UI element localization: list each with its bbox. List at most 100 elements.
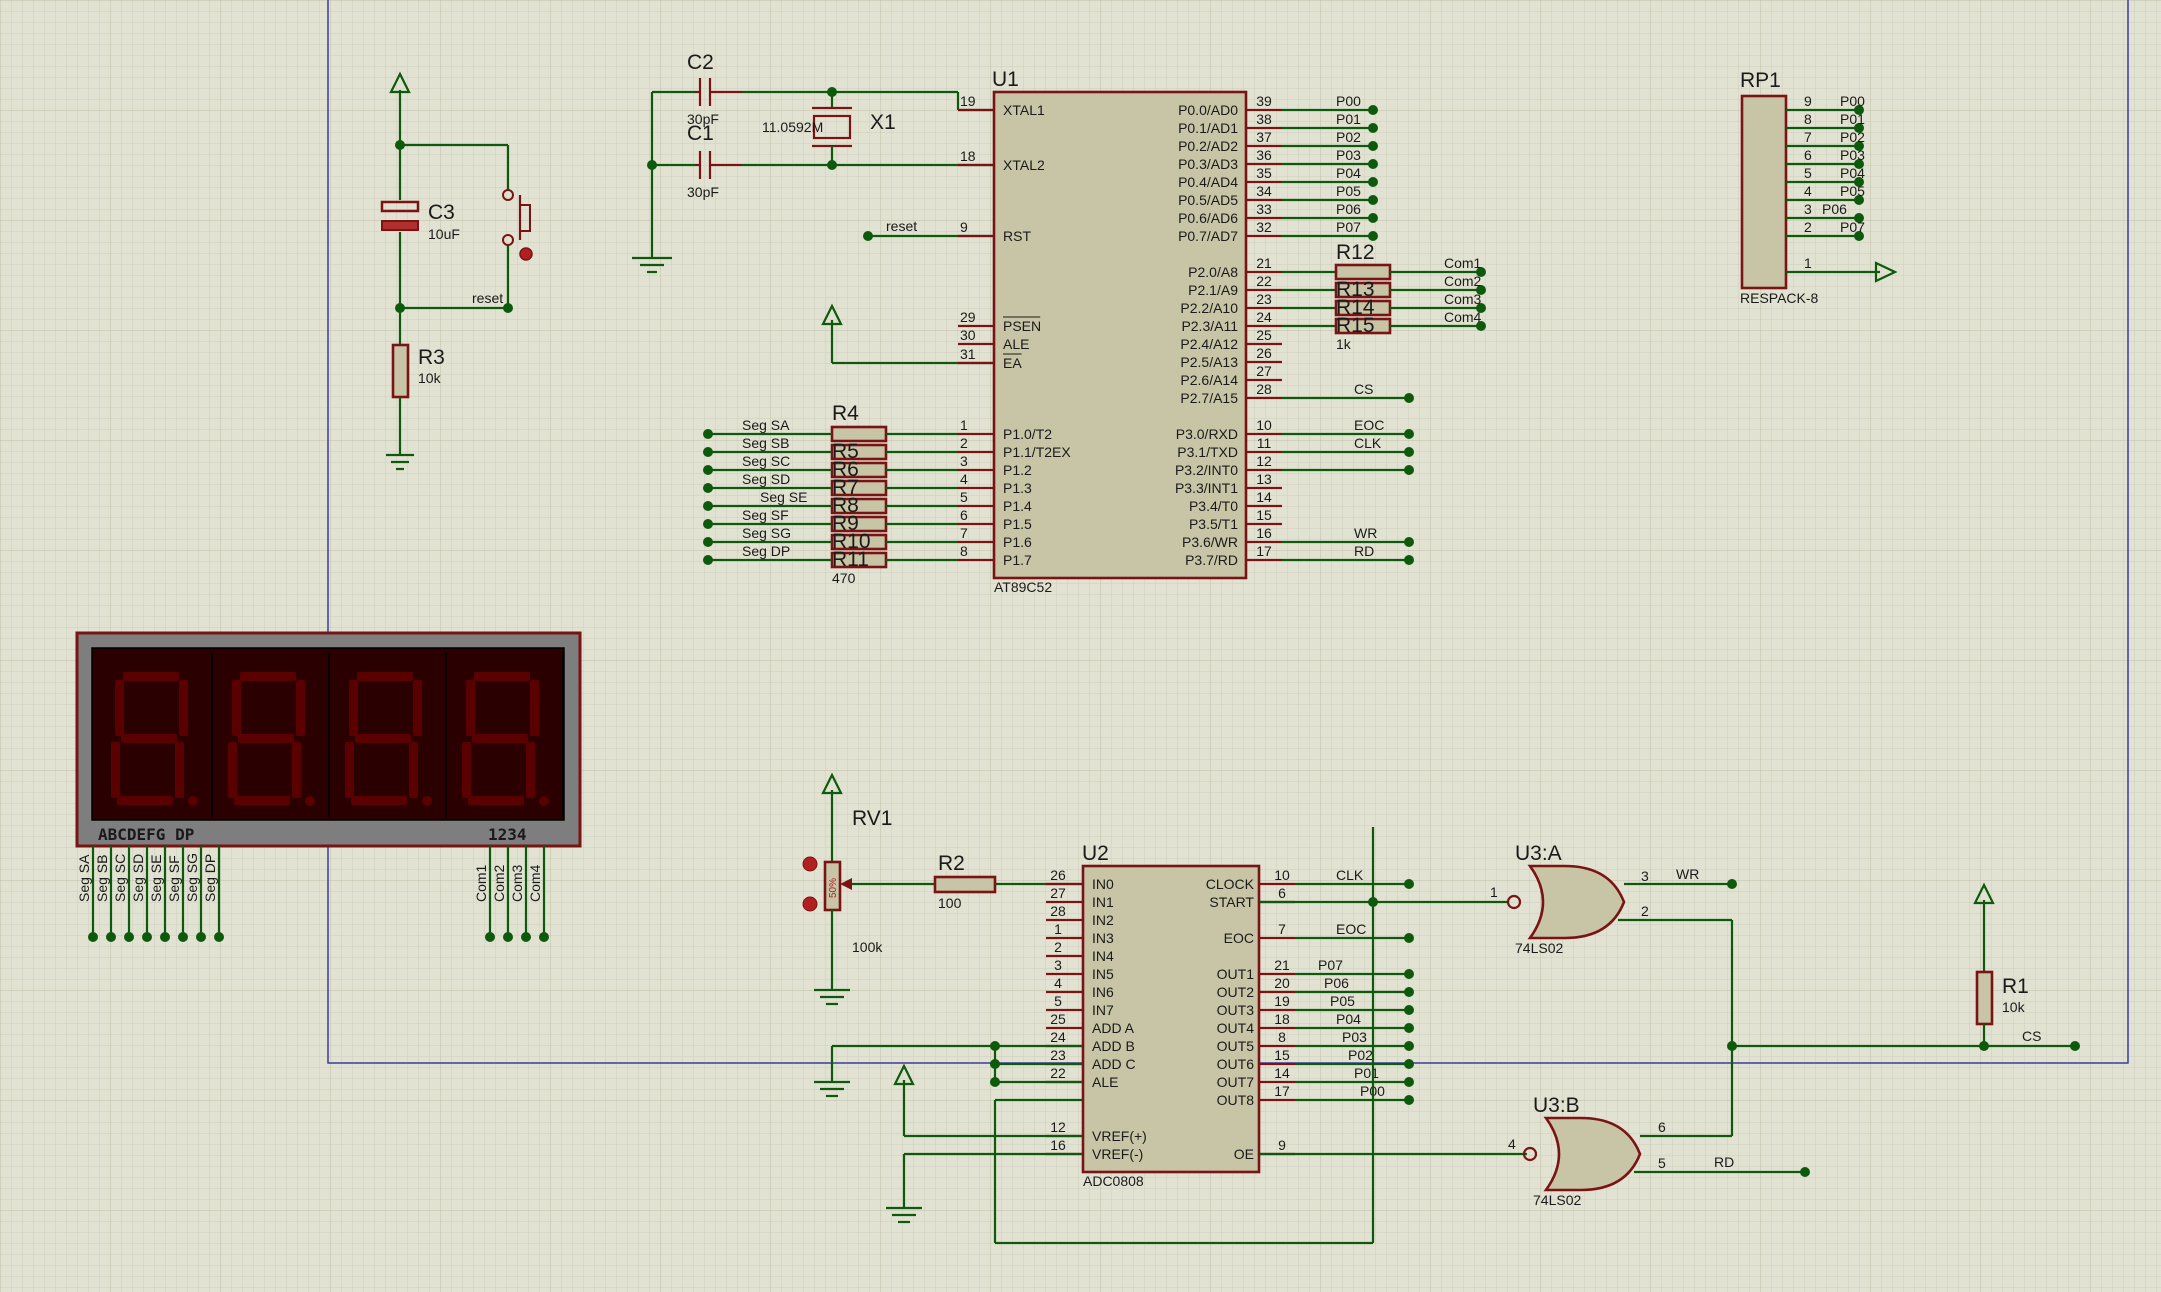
r1[interactable]: R1 10k: [1973, 882, 2029, 1046]
u1-pin-name: P1.6: [1003, 534, 1032, 550]
net-terminal[interactable]: [1404, 393, 1414, 403]
u2[interactable]: U2 ADC0808 26IN027IN128IN21IN32IN43IN54I…: [1046, 842, 1414, 1189]
u1-pin-num: 10: [1256, 417, 1272, 433]
seg-terminal[interactable]: [703, 429, 713, 439]
net-terminal[interactable]: [1404, 555, 1414, 565]
display-seg-terminal[interactable]: [142, 932, 152, 942]
u1-pin-name: P1.0/T2: [1003, 426, 1052, 442]
u3a-ref: U3:A: [1515, 842, 1562, 865]
u2-net-terminal[interactable]: [1404, 1023, 1414, 1033]
c3[interactable]: C3 10uF: [380, 200, 460, 242]
u2-pin-num: 3: [1054, 957, 1062, 973]
display-seg-terminal[interactable]: [214, 932, 224, 942]
seg-net-label: Seg SA: [742, 417, 790, 433]
u1-pin-name: P3.1/TXD: [1177, 444, 1238, 460]
display-seg-terminal[interactable]: [106, 932, 116, 942]
p0-terminal[interactable]: [1368, 177, 1378, 187]
com-terminal[interactable]: [1476, 321, 1486, 331]
u2-net-terminal[interactable]: [1404, 987, 1414, 997]
u2-net-terminal[interactable]: [1404, 1041, 1414, 1051]
rp1-terminal[interactable]: [1854, 231, 1864, 241]
seg-terminal[interactable]: [703, 555, 713, 565]
u2-net-terminal[interactable]: [1404, 1059, 1414, 1069]
u2-pin-name: IN3: [1092, 930, 1114, 946]
adc-wiring: [814, 827, 1527, 1245]
seg-terminal[interactable]: [703, 447, 713, 457]
rp1-terminal[interactable]: [1854, 213, 1864, 223]
p0-terminal[interactable]: [1368, 195, 1378, 205]
rp1-terminal[interactable]: [1854, 141, 1864, 151]
seg-resistor[interactable]: [830, 425, 888, 443]
display-seg-terminal[interactable]: [88, 932, 98, 942]
display-seg-terminal[interactable]: [196, 932, 206, 942]
rp1-pin-num: 5: [1804, 165, 1812, 181]
u1-pin-name: P0.0/AD0: [1178, 102, 1238, 118]
x1[interactable]: X1 11.0592M: [762, 92, 896, 165]
u2-net-terminal[interactable]: [1404, 1077, 1414, 1087]
net-terminal[interactable]: [1404, 537, 1414, 547]
com-terminal[interactable]: [1476, 303, 1486, 313]
c1[interactable]: C1 30pF: [687, 122, 742, 200]
seg-terminal[interactable]: [703, 519, 713, 529]
u3b[interactable]: U3:B 74LS02 4 5 6 RD: [1508, 1046, 1810, 1208]
rp1-terminal[interactable]: [1854, 159, 1864, 169]
display-com-terminal[interactable]: [539, 932, 549, 942]
net-terminal[interactable]: [1404, 447, 1414, 457]
u1-pin-name: P2.1/A9: [1188, 282, 1238, 298]
seg-terminal[interactable]: [703, 465, 713, 475]
rp1-part: RESPACK-8: [1740, 290, 1819, 306]
u2-pin-name: OUT6: [1217, 1056, 1255, 1072]
reset-button[interactable]: [502, 189, 533, 261]
u3b-out-net: RD: [1714, 1154, 1734, 1170]
seg-terminal[interactable]: [703, 501, 713, 511]
u2-pin-num: 7: [1278, 921, 1286, 937]
seg-terminal[interactable]: [703, 483, 713, 493]
p0-terminal[interactable]: [1368, 213, 1378, 223]
u2-net-terminal[interactable]: [1404, 879, 1414, 889]
rp1[interactable]: RP1 RESPACK-8 P009P018P027P036P045P054P0…: [1740, 69, 1898, 306]
p0-terminal[interactable]: [1368, 105, 1378, 115]
com-terminal[interactable]: [1476, 285, 1486, 295]
u2-net-terminal[interactable]: [1404, 1095, 1414, 1105]
rp1-terminal[interactable]: [1854, 177, 1864, 187]
u2-net-terminal[interactable]: [1404, 933, 1414, 943]
display-com-terminal[interactable]: [521, 932, 531, 942]
u1-pin-name: P3.6/WR: [1182, 534, 1238, 550]
u1[interactable]: U1 AT89C52 19XTAL118XTAL29RST29PSEN30ALE…: [958, 68, 1414, 595]
rp1-net-label: P04: [1840, 165, 1865, 181]
com-resistor[interactable]: [1334, 263, 1392, 281]
r3-ref: R3: [418, 346, 445, 369]
rp1-pin-num: 3: [1804, 201, 1812, 217]
u1-pin-name: P3.3/INT1: [1175, 480, 1238, 496]
display-seg-terminal[interactable]: [160, 932, 170, 942]
display-com-terminal[interactable]: [503, 932, 513, 942]
seg-terminal[interactable]: [703, 537, 713, 547]
p0-terminal[interactable]: [1368, 123, 1378, 133]
u3a[interactable]: U3:A 74LS02 1 2 3 WR: [1490, 842, 1737, 1046]
u2-pin-name: OUT8: [1217, 1092, 1255, 1108]
rp1-terminal[interactable]: [1854, 105, 1864, 115]
rp1-terminal[interactable]: [1854, 195, 1864, 205]
p0-terminal[interactable]: [1368, 231, 1378, 241]
rv1[interactable]: 50% RV1 100k: [802, 772, 892, 1006]
rp1-pin-num: 2: [1804, 219, 1812, 235]
rp1-terminal[interactable]: [1854, 123, 1864, 133]
p0-terminal[interactable]: [1368, 159, 1378, 169]
r3[interactable]: R3 10k: [391, 343, 445, 399]
p0-terminal[interactable]: [1368, 141, 1378, 151]
u1-pin-num: 30: [960, 327, 976, 343]
u2-net-terminal[interactable]: [1404, 1005, 1414, 1015]
com-terminal[interactable]: [1476, 267, 1486, 277]
u2-pin-num: 15: [1274, 1047, 1290, 1063]
display-seg-terminal[interactable]: [124, 932, 134, 942]
display-seg-terminal[interactable]: [178, 932, 188, 942]
display-com-terminal[interactable]: [485, 932, 495, 942]
u2-net-terminal[interactable]: [1404, 969, 1414, 979]
net-terminal[interactable]: [1404, 429, 1414, 439]
net-terminal[interactable]: [1404, 465, 1414, 475]
c2[interactable]: C2 30pF: [687, 51, 742, 127]
reset-net-label: reset: [472, 290, 503, 306]
